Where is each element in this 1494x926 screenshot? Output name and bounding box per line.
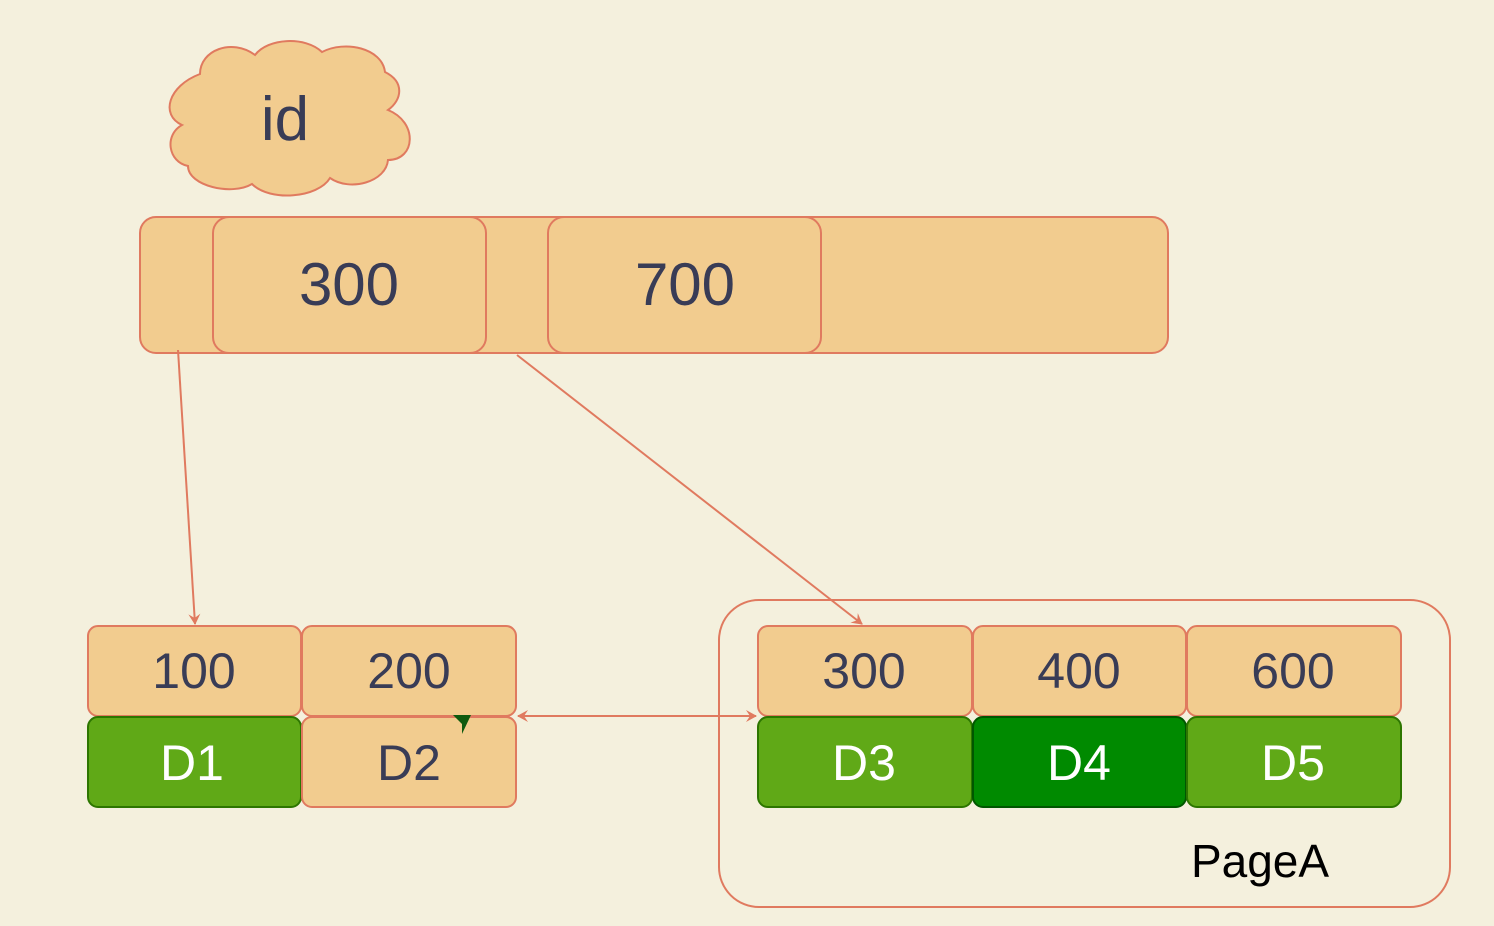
leaf-data-label: D2: [377, 735, 441, 791]
page-a-label: PageA: [1191, 835, 1329, 887]
pointer-arrow-right-leaf: [516, 354, 863, 625]
leaf-key-label: 100: [152, 643, 235, 699]
root-key-label: 700: [635, 251, 735, 318]
leaf-data-cell: [301, 716, 517, 808]
leaf-data-label: D5: [1261, 735, 1325, 791]
root-key-cell: [547, 216, 822, 354]
left-leaf-node: 100 200 D1 D2: [87, 625, 517, 808]
root-node: 300 700: [139, 216, 1169, 354]
pointer-arrow-left-leaf: [177, 349, 201, 625]
leaf-key-label: 400: [1037, 643, 1120, 699]
leaf-key-label: 300: [822, 643, 905, 699]
leaf-data-label: D1: [160, 735, 224, 791]
right-leaf-node: 300 400 600 D3 D4 D5: [757, 625, 1402, 808]
cloud-label: id: [261, 85, 309, 154]
cloud-shape: [168, 40, 411, 197]
page-a-border: [718, 599, 1451, 908]
small-arrow-icon: [453, 715, 471, 734]
page-a-container: PageA: [718, 599, 1451, 908]
id-cloud: id: [168, 40, 411, 197]
leaf-data-label: D3: [832, 735, 896, 791]
leaf-key-label: 200: [367, 643, 450, 699]
root-key-label: 300: [299, 251, 399, 318]
root-key-cell: [212, 216, 487, 354]
leaf-data-cell: [1186, 716, 1402, 808]
leaf-data-label: D4: [1047, 735, 1111, 791]
leaf-key-label: 600: [1251, 643, 1334, 699]
